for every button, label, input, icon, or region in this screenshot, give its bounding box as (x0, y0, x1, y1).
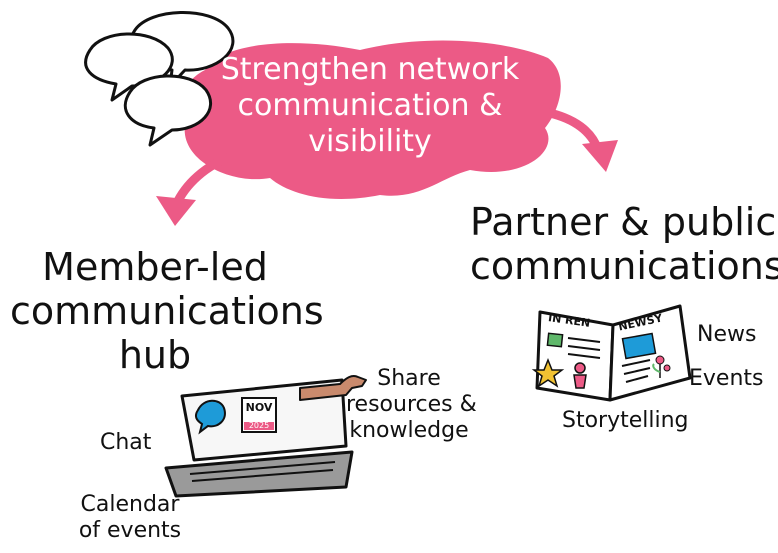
center-line-3: visibility (308, 124, 432, 159)
right-title-line-2: communications (470, 244, 778, 288)
center-line-1: Strengthen network (220, 52, 520, 87)
calendar-line-2: of events (78, 518, 182, 543)
calendar-of-events-label: Calendar of events (60, 492, 200, 544)
share-line-2: resources & (346, 392, 477, 417)
center-goal-text: Strengthen network communication & visib… (205, 52, 535, 160)
arrow-left (156, 150, 240, 226)
calendar-year: 2025 (248, 421, 270, 430)
newspaper-icon (531, 304, 692, 402)
star-icon (531, 357, 565, 388)
calendar-icon (241, 397, 277, 433)
center-blob (181, 40, 561, 199)
arrow-right (540, 107, 618, 172)
left-title-line-2: communications (10, 289, 324, 333)
right-title-line-1: Partner & public (470, 200, 777, 244)
news-label: News (697, 322, 757, 347)
share-line-1: Share (377, 366, 441, 391)
right-branch-title: Partner & public communications (470, 200, 778, 288)
events-label: Events (689, 366, 764, 391)
calendar-line-1: Calendar (80, 492, 180, 517)
left-title-line-3: hub (118, 333, 192, 377)
left-branch-title: Member-led communications hub (10, 245, 324, 377)
left-title-line-1: Member-led (42, 245, 268, 289)
storytelling-label: Storytelling (562, 408, 689, 433)
person-icon (573, 362, 587, 389)
speech-bubbles-icon (84, 11, 235, 147)
share-line-3: knowledge (349, 418, 469, 443)
chat-label: Chat (100, 430, 152, 455)
calendar-month: NOV (245, 401, 273, 414)
chat-bubble-icon (194, 399, 226, 435)
center-line-2: communication & (237, 88, 503, 123)
flower-icon (652, 355, 671, 378)
arm-icon (299, 374, 367, 401)
share-resources-label: Share resources & knowledge (346, 366, 477, 444)
